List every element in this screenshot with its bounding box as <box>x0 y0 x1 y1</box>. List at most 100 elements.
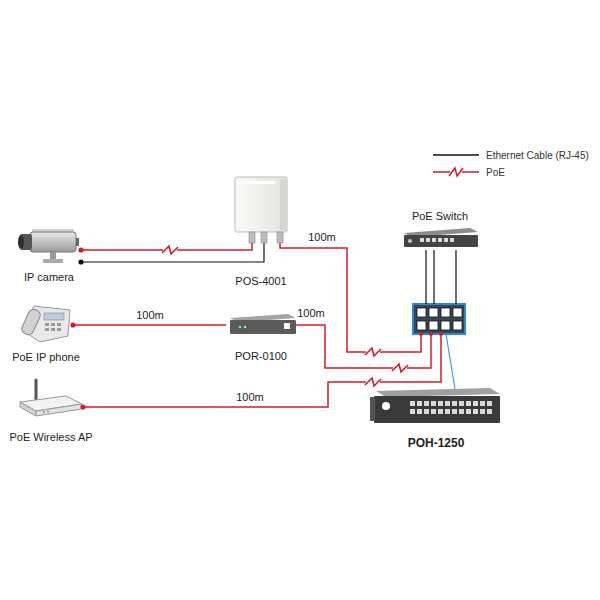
hub-port <box>459 409 464 414</box>
hub-port <box>452 409 457 414</box>
hub-port <box>445 409 450 414</box>
rj45-port <box>429 321 438 330</box>
device-node: PoE Switch <box>402 228 478 250</box>
port-block <box>413 304 465 334</box>
ethernet-cable <box>425 250 426 304</box>
hub-port <box>410 401 415 406</box>
poe-cable <box>280 243 421 352</box>
repeater-icon <box>230 314 296 334</box>
device-label: POH-1250 <box>408 436 465 450</box>
cable-gland <box>277 232 283 243</box>
ethernet-cable <box>455 250 456 304</box>
repeater-logo <box>284 323 290 329</box>
poe-bolt <box>365 376 381 388</box>
camera-glass <box>18 235 24 249</box>
hub-port <box>417 409 422 414</box>
bolt-gap <box>366 346 380 358</box>
repeater-front <box>230 320 296 334</box>
ap-icon <box>20 380 82 416</box>
port-frame <box>413 304 465 334</box>
ap-side <box>20 402 36 416</box>
rj45-port <box>441 321 450 330</box>
cable-length: 100m <box>134 309 166 322</box>
splitter-shine <box>239 181 275 184</box>
hub-port <box>410 409 415 414</box>
bolt-gap <box>366 376 380 388</box>
rj45-port <box>441 308 450 317</box>
repeater-led <box>239 326 241 328</box>
rj45-port <box>453 308 462 317</box>
splitter-body <box>235 177 287 232</box>
bolt-gap <box>393 362 407 374</box>
line-dot <box>78 259 83 264</box>
hub-port <box>438 401 443 406</box>
poe-cable <box>82 334 441 407</box>
hub-logo <box>382 402 390 410</box>
camera-icon <box>18 229 79 263</box>
phone-handset <box>20 308 42 337</box>
rj45-port <box>429 308 438 317</box>
switch-port <box>420 238 424 242</box>
phone-key <box>57 328 61 331</box>
poe-cable <box>296 325 431 368</box>
phone-keys <box>45 323 61 331</box>
switch-port <box>432 238 436 242</box>
phone-icon <box>20 306 70 342</box>
ap-led <box>43 411 45 413</box>
camera-body <box>30 232 76 252</box>
poe-bolt <box>392 362 408 374</box>
device-label: POR-0100 <box>235 350 287 363</box>
zoom-line <box>446 334 455 389</box>
cable-length: 100m <box>306 231 338 244</box>
hub-port <box>480 401 485 406</box>
hub-port <box>417 401 422 406</box>
legend-line <box>433 154 479 155</box>
camera-port <box>76 238 79 246</box>
camera-mount <box>50 252 56 260</box>
ap-front <box>36 404 82 416</box>
hub-port <box>487 401 492 406</box>
switch-front <box>404 235 478 247</box>
hub-port <box>466 409 471 414</box>
cable-gland <box>261 232 267 243</box>
rj45-port <box>417 308 426 317</box>
bolt-mark <box>449 168 463 176</box>
camera-base <box>43 259 63 263</box>
cable-length: 100m <box>295 307 327 320</box>
bolt-mark <box>365 348 381 356</box>
poe-hub-icon <box>370 388 500 423</box>
splitter-icon <box>235 177 287 243</box>
bolt-gap <box>163 244 177 256</box>
device-label: PoE IP phone <box>12 351 80 364</box>
phone-key <box>57 323 61 326</box>
ethernet-cable <box>80 243 264 262</box>
switch-port <box>426 238 430 242</box>
cable-length: 100m <box>234 391 266 404</box>
splitter-side <box>280 179 287 230</box>
line-dot <box>419 332 423 336</box>
hub-port <box>473 409 478 414</box>
line-dot <box>78 247 83 252</box>
line-dot <box>80 404 85 409</box>
legend-text: PoE <box>486 167 505 178</box>
rj45-ports <box>417 308 462 330</box>
device-label: IP camera <box>24 271 74 284</box>
bolt-mark <box>392 364 408 372</box>
phone-key <box>51 323 55 326</box>
hub-port <box>438 409 443 414</box>
switch-port <box>444 238 448 242</box>
switch-port <box>450 238 454 242</box>
hub-port <box>459 401 464 406</box>
rack-ear <box>370 397 375 421</box>
hub-port <box>431 401 436 406</box>
hub-port <box>466 401 471 406</box>
switch-icon <box>404 228 478 247</box>
switch-port <box>438 238 442 242</box>
switch-ports <box>420 238 454 242</box>
device-node: PoE Wireless AP <box>20 378 82 416</box>
legend-text: Ethernet Cable (RJ-45) <box>486 150 589 161</box>
hub-port <box>431 409 436 414</box>
hub-port <box>445 401 450 406</box>
